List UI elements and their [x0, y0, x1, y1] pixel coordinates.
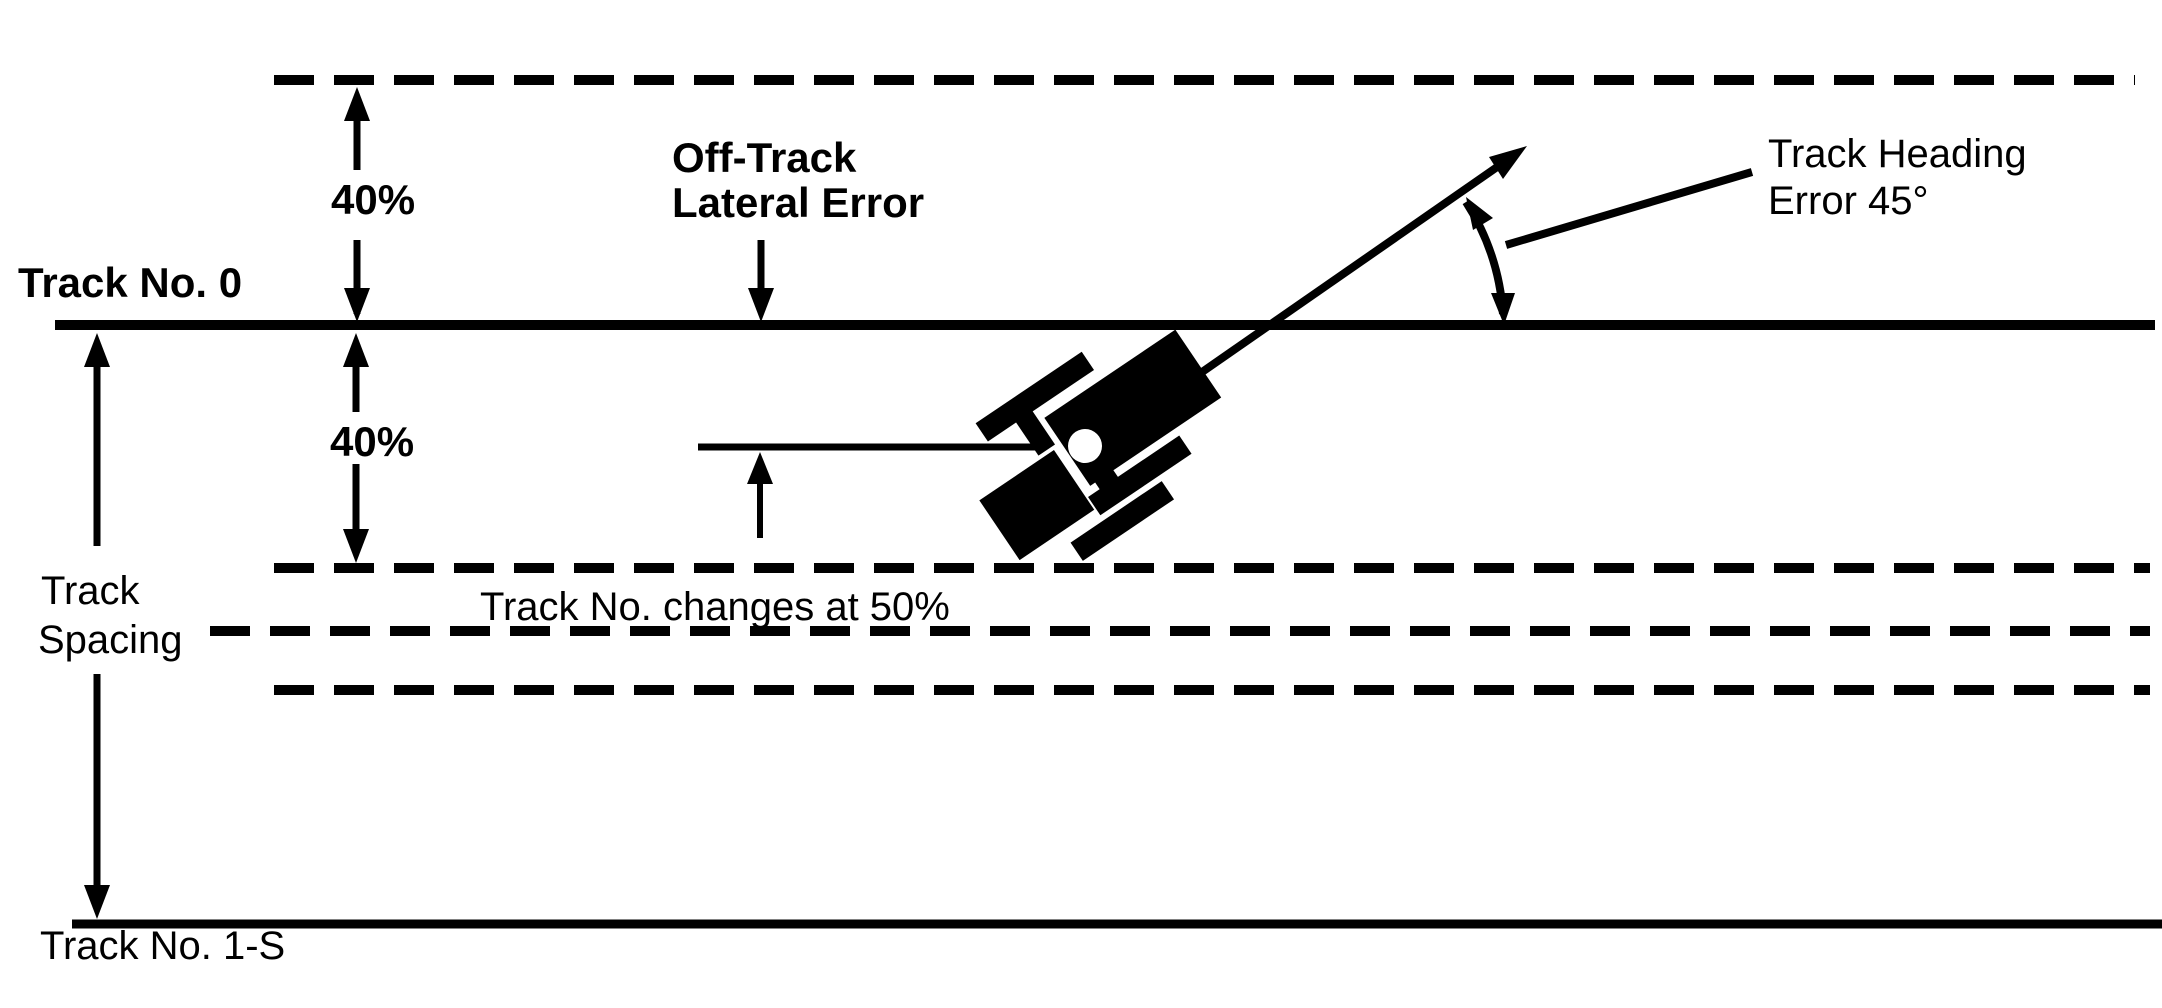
upper-40-percent-label: 40% [331, 176, 415, 223]
lower-40-percent-label: 40% [330, 418, 414, 465]
heading-angle-arc [1462, 197, 1515, 325]
arrowhead-down-icon [344, 288, 370, 322]
track-1s-label: Track No. 1-S [40, 924, 285, 968]
arrowhead-up-icon [747, 452, 773, 484]
heading-arrow [1189, 146, 1527, 383]
arc-arrowhead-lower-icon [1491, 293, 1515, 325]
tractor-right-wheel-front [1088, 435, 1192, 516]
arrowhead-down-icon [84, 885, 110, 919]
tractor-rear-wheel [979, 450, 1095, 561]
tractor-body [1044, 329, 1222, 486]
arrowhead-up-icon [84, 333, 110, 367]
track-spacing-dimension-arrow [84, 333, 110, 919]
track-spacing-label-line1: Track [41, 569, 141, 613]
arrowhead-up-icon [344, 87, 370, 121]
track-change-note-label: Track No. changes at 50% [480, 585, 950, 629]
tractor-icon [975, 329, 1222, 561]
arc-arrowhead-upper-icon [1466, 197, 1493, 230]
heading-error-label-line2: Error 45° [1768, 179, 1929, 223]
lower-40-dimension-arrow [343, 333, 369, 563]
tractor-front-axle [1013, 408, 1056, 456]
arrowhead-up-right-icon [1489, 146, 1527, 179]
heading-label-leader-line [1504, 168, 1754, 249]
upper-40-dimension-arrow [344, 87, 370, 322]
off-track-error-label-line1: Off-Track [672, 134, 857, 181]
tractor-right-wheel-rear [1070, 481, 1175, 561]
off-track-error-arrow [748, 240, 774, 322]
track-0-label: Track No. 0 [18, 259, 242, 306]
tractor-left-wheel [975, 351, 1095, 442]
arrowhead-up-icon [343, 333, 369, 367]
arrowhead-down-icon [343, 529, 369, 563]
vehicle-offset-arrow [747, 452, 773, 538]
track-spacing-label-line2: Spacing [38, 618, 183, 662]
heading-error-label-line1: Track Heading [1768, 132, 2027, 176]
arrowhead-down-icon [748, 288, 774, 322]
off-track-error-label-line2: Lateral Error [672, 179, 924, 226]
tractor-rear-axle [1094, 468, 1120, 491]
tractor-hub [1068, 429, 1102, 463]
